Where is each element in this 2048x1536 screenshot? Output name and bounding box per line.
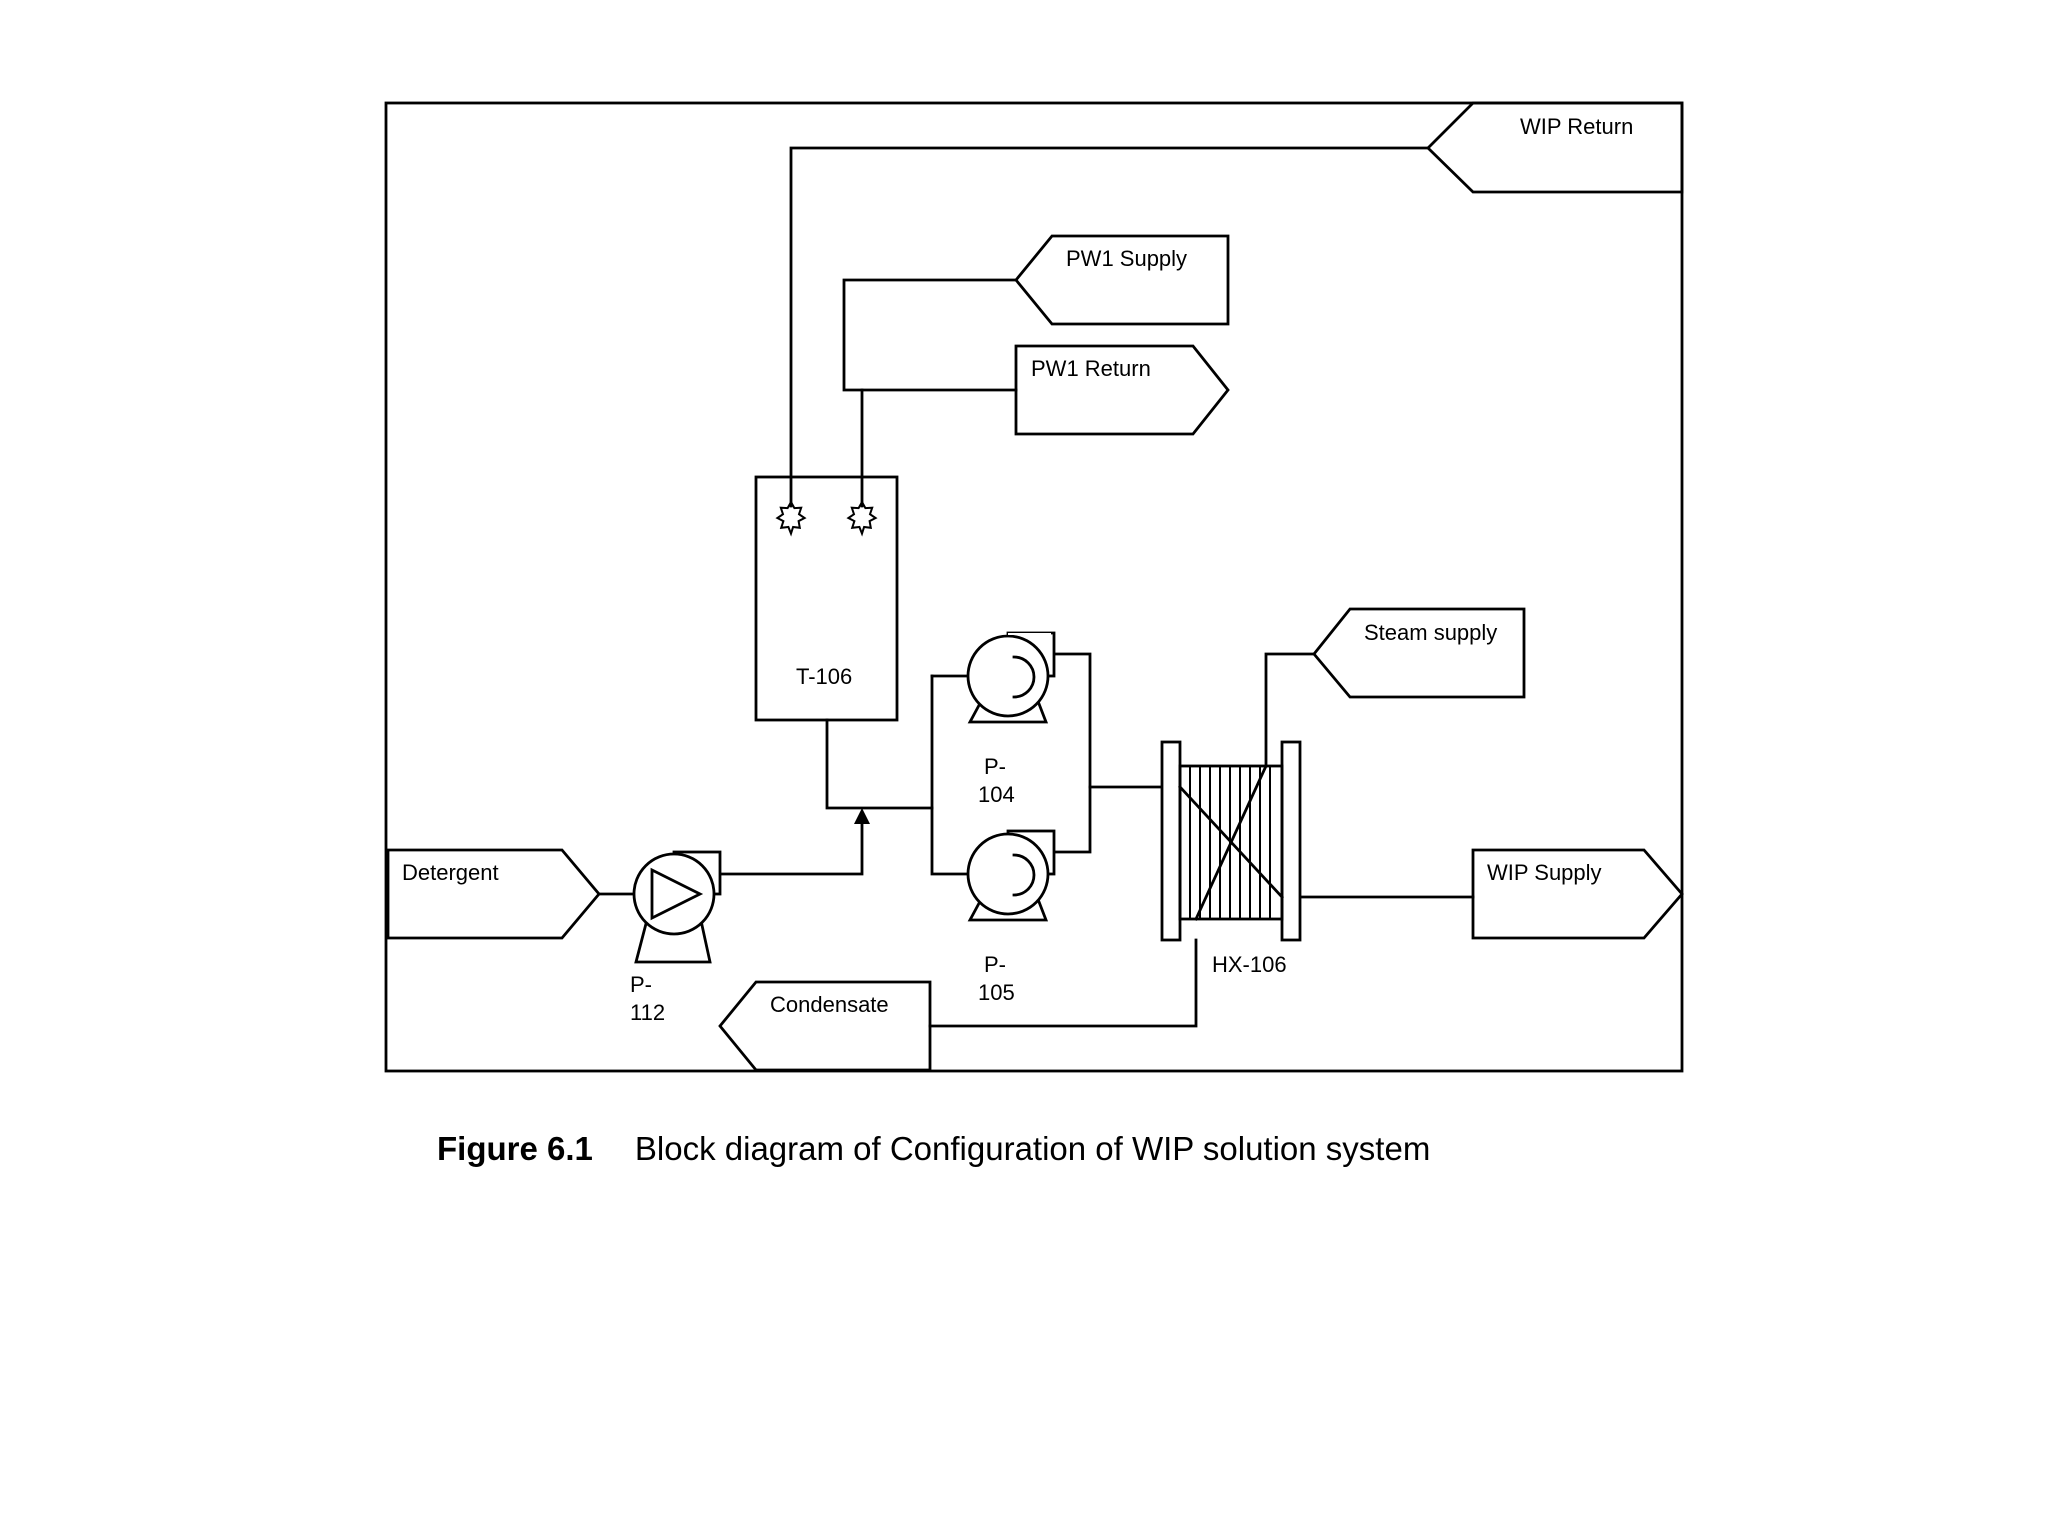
wip-return-label: WIP Return: [1520, 114, 1633, 139]
wip-supply-connector: WIP Supply: [1471, 848, 1684, 940]
pump-p112-label-line1: P-: [630, 972, 652, 997]
wip-return-connector: WIP Return: [1426, 101, 1684, 194]
pw1-return-label: PW1 Return: [1031, 356, 1151, 381]
pump-p105-label-line1: P-: [984, 952, 1006, 977]
condensate-label: Condensate: [770, 992, 889, 1017]
tank-t106: T-106: [754, 475, 899, 722]
pump-p104-label-line1: P-: [984, 754, 1006, 779]
piping: [597, 146, 1475, 1028]
diagram-frame: [384, 101, 1684, 1073]
pump-p105: P- 105: [966, 829, 1056, 1005]
pump-p112-label-line2: 112: [630, 1000, 665, 1025]
pump-p104-label-line2: 104: [978, 782, 1015, 807]
flow-arrow: [854, 808, 870, 824]
figure-caption-text: Block diagram of Configuration of WIP so…: [634, 1130, 1431, 1167]
pump-p105-label-line2: 105: [978, 980, 1015, 1005]
wip-supply-label: WIP Supply: [1487, 860, 1602, 885]
detergent-label: Detergent: [402, 860, 499, 885]
heat-exchanger-hx106: HX-106: [1160, 740, 1302, 977]
steam-supply-label: Steam supply: [1364, 620, 1497, 645]
spray-ball-icon: [846, 499, 878, 537]
tank-label: T-106: [796, 664, 852, 689]
pump-p112: P- 112: [630, 850, 722, 1025]
figure-caption: Figure 6.1 Block diagram of Configuration…: [437, 1130, 1430, 1168]
spray-ball-icon: [775, 499, 807, 537]
pw1-supply-label: PW1 Supply: [1066, 246, 1187, 271]
hx-label: HX-106: [1212, 952, 1287, 977]
steam-supply-connector: Steam supply: [1312, 607, 1526, 699]
pw1-supply-connector: PW1 Supply: [1014, 234, 1230, 326]
detergent-connector: Detergent: [386, 848, 601, 940]
pump-p104: P- 104: [966, 631, 1056, 807]
pw1-return-connector: PW1 Return: [1014, 344, 1230, 436]
figure-number: Figure 6.1: [437, 1130, 593, 1167]
condensate-connector: Condensate: [718, 980, 932, 1072]
